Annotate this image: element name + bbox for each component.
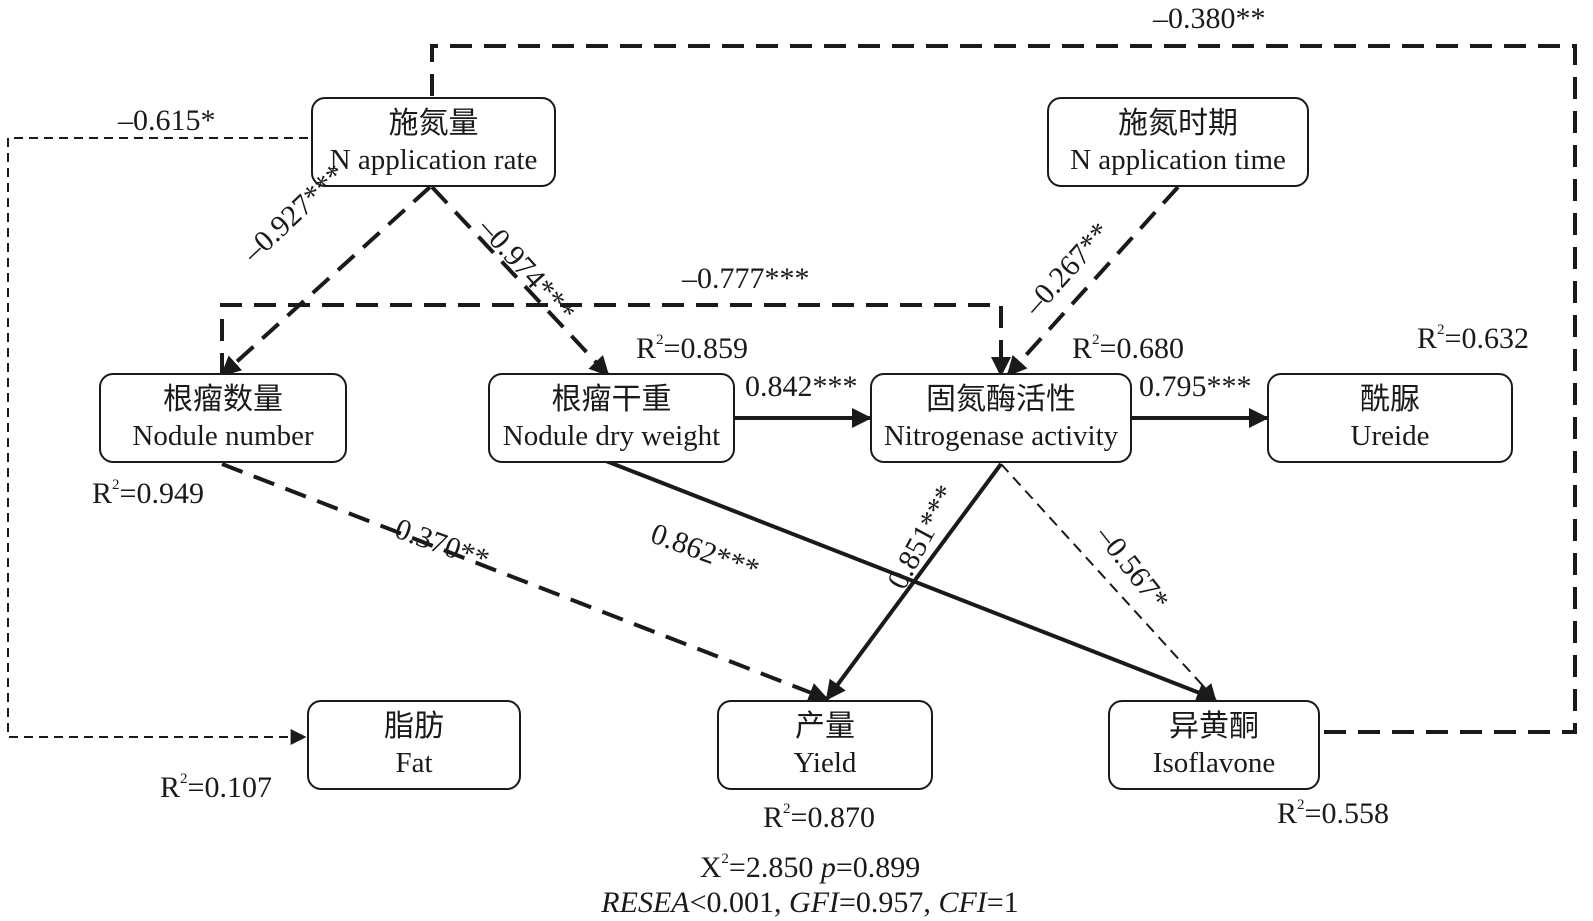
coef-nitrogenase-ureide: 0.795*** <box>1139 370 1252 403</box>
coef-rate-isoflavone: –0.380** <box>1153 2 1266 35</box>
node-label-cn: 产量 <box>795 709 855 745</box>
path-rate-to-nitrogenase <box>220 303 1011 377</box>
path-nitrogenase-to-yield <box>825 462 1003 701</box>
path-time-to-nitrogenase <box>1006 185 1180 377</box>
r2-nitrogenase: R2=0.680 <box>1072 332 1184 365</box>
path-rate-to-dry-weight <box>430 185 610 377</box>
node-nitrogenase-activity: 固氮酶活性 Nitrogenase activity <box>870 373 1132 463</box>
coef-rate-nitrogenase: –0.777*** <box>682 262 810 295</box>
r2-isoflavone: R2=0.558 <box>1277 797 1389 830</box>
node-label-cn: 施氮量 <box>388 106 479 142</box>
fit-indices-line: RESEA<0.001, GFI=0.957, CFI=1 <box>601 886 1019 919</box>
node-label-cn: 酰脲 <box>1360 382 1420 418</box>
path-dry-weight-to-isoflavone <box>605 459 1217 702</box>
node-nodule-number: 根瘤数量 Nodule number <box>99 373 347 463</box>
node-ureide: 酰脲 Ureide <box>1267 373 1513 463</box>
node-label-en: Isoflavone <box>1152 746 1276 779</box>
r2-ureide: R2=0.632 <box>1417 322 1529 355</box>
node-label-en: Fat <box>395 746 433 779</box>
node-label-en: Nodule dry weight <box>502 419 721 452</box>
node-label-en: Yield <box>793 746 857 779</box>
path-rate-to-isoflavone <box>430 44 1577 734</box>
coef-dry-weight-nitrogenase: 0.842*** <box>745 370 858 403</box>
node-label-cn: 根瘤数量 <box>163 382 283 418</box>
coef-rate-fat: –0.615* <box>118 104 216 137</box>
r2-nodule-number: R2=0.949 <box>92 477 204 510</box>
r2-yield: R2=0.870 <box>763 801 875 834</box>
node-label-cn: 根瘤干重 <box>551 382 672 418</box>
node-label-cn: 固氮酶活性 <box>926 382 1076 418</box>
node-label-en: Nodule number <box>132 419 314 452</box>
node-label-cn: 施氮时期 <box>1118 106 1238 142</box>
node-nodule-dry-weight: 根瘤干重 Nodule dry weight <box>488 373 735 463</box>
r2-nodule-dry-weight: R2=0.859 <box>636 332 748 365</box>
path-rate-to-fat <box>7 137 308 745</box>
node-isoflavone: 异黄酮 Isoflavone <box>1108 700 1320 790</box>
fit-chi-square-line: X2=2.850 p=0.899 <box>699 851 921 884</box>
node-label-en: N application rate <box>329 143 538 176</box>
path-rate-to-nodule-number <box>220 185 432 377</box>
node-label-cn: 脂肪 <box>384 709 444 745</box>
node-label-cn: 异黄酮 <box>1169 709 1259 745</box>
node-label-en: N application time <box>1070 143 1286 176</box>
path-nodule-number-to-yield <box>221 462 829 702</box>
node-fat: 脂肪 Fat <box>307 700 521 790</box>
path-nitrogenase-to-isoflavone <box>1000 463 1217 701</box>
node-label-en: Nitrogenase activity <box>883 419 1119 452</box>
node-n-application-rate: 施氮量 N application rate <box>311 97 556 187</box>
node-n-application-time: 施氮时期 N application time <box>1047 97 1309 187</box>
node-label-en: Ureide <box>1350 419 1430 452</box>
node-yield: 产量 Yield <box>717 700 933 790</box>
r2-fat: R2=0.107 <box>160 771 272 804</box>
